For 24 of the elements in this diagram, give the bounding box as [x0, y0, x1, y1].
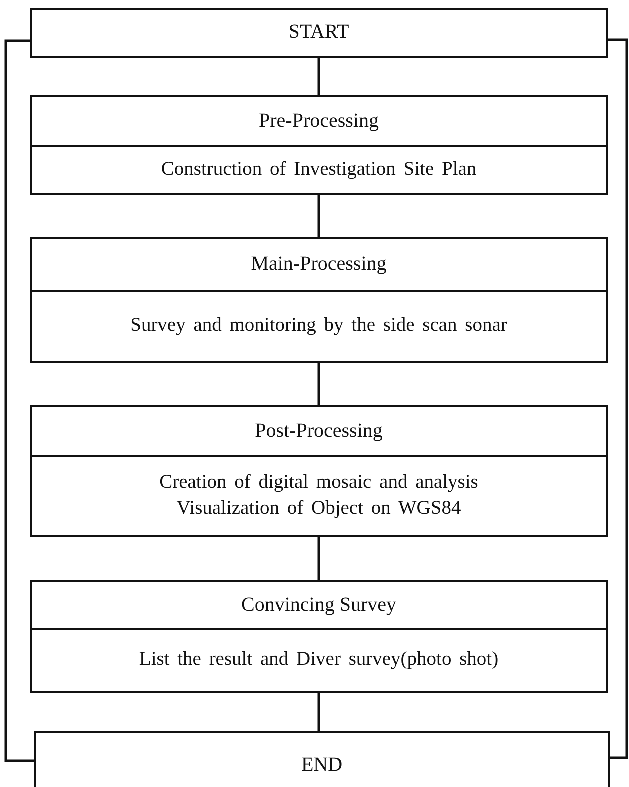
- box-heading: Pre-Processing: [259, 108, 379, 134]
- connector-line: [4, 40, 34, 762]
- terminal-box: [30, 8, 608, 58]
- box-text: List the result and Diver survey(photo shot): [139, 648, 499, 672]
- connector-line: [318, 195, 320, 237]
- process-box: [30, 95, 608, 195]
- box-text: Creation of digital mosaic and analysis: [160, 470, 478, 495]
- box-heading: Post-Processing: [255, 418, 383, 444]
- box-heading: END: [301, 753, 343, 778]
- box-text: Visualization of Object on WGS84: [176, 497, 462, 521]
- box-heading: START: [288, 20, 350, 45]
- process-box: [30, 237, 608, 363]
- connector-line: [318, 363, 320, 405]
- box-text: Survey and monitoring by the side scan sonar: [130, 314, 508, 338]
- terminal-box: [34, 731, 610, 787]
- process-box: [30, 580, 608, 693]
- box-text: Construction of Investigation Site Plan: [161, 158, 477, 182]
- connector-line: [318, 58, 320, 95]
- connector-line: [318, 537, 320, 580]
- connector-line: [608, 38, 628, 760]
- process-box: [30, 405, 608, 537]
- connector-line: [318, 693, 320, 731]
- box-heading: Main-Processing: [251, 252, 387, 277]
- box-heading: Convincing Survey: [242, 592, 396, 618]
